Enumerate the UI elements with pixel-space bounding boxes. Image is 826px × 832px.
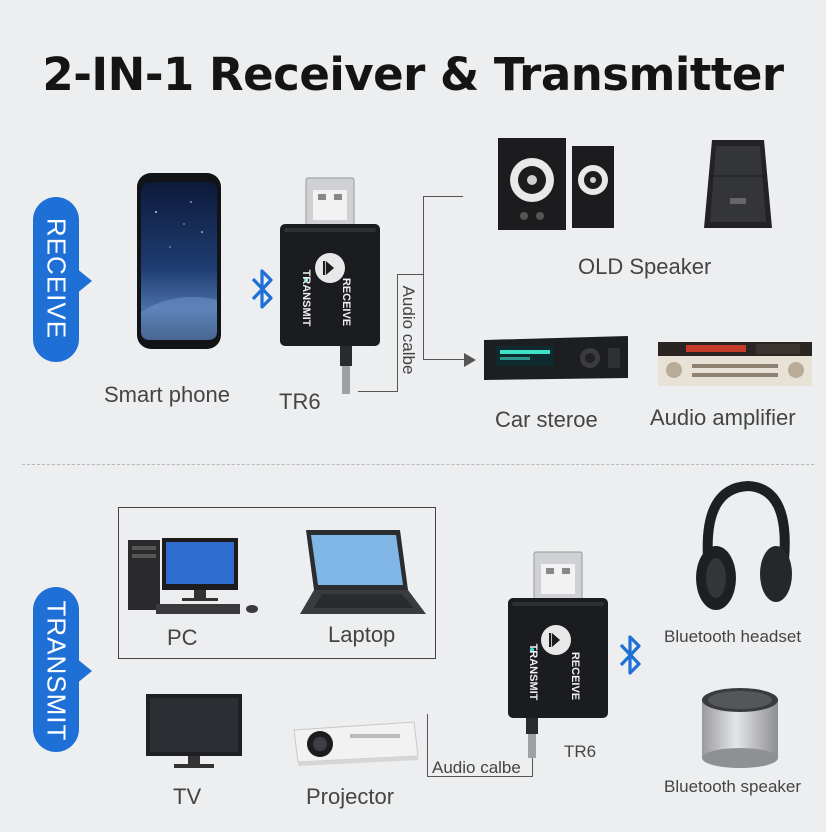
tr6-device-transmit <box>508 551 608 758</box>
projector-image <box>293 721 419 766</box>
smartphone-image <box>137 173 221 349</box>
bluetooth-speaker-label: Bluetooth speaker <box>664 777 802 796</box>
transmit-mode-tab: TRANSMIT <box>33 587 79 752</box>
car-stereo-image <box>484 336 628 380</box>
smartphone-label: Smart phone <box>104 382 230 407</box>
projector-label: Projector <box>306 784 395 809</box>
tr6-label-receive: TR6 <box>279 389 321 414</box>
tv-image <box>146 694 242 768</box>
laptop-label: Laptop <box>328 622 396 647</box>
bluetooth-headset-label: Bluetooth headset <box>664 627 802 646</box>
receive-arrow-icon <box>76 268 92 294</box>
pc-label: PC <box>167 625 198 650</box>
old-speaker-label: OLD Speaker <box>578 254 712 279</box>
cable-arrow-icon <box>464 353 476 367</box>
bluetooth-icon <box>251 269 273 309</box>
car-stereo-label: Car steroe <box>495 407 598 432</box>
section-divider <box>22 464 814 465</box>
tr6-label-transmit: TR6 <box>564 742 597 761</box>
audio-cable-label-receive: Audio calbe <box>399 285 418 375</box>
receive-mode-tab: RECEIVE <box>33 197 79 362</box>
tr6-transmit-label-receive: TRANSMIT <box>300 269 312 327</box>
laptop-image <box>300 530 426 614</box>
audio-cable-label-transmit: Audio calbe <box>432 758 521 777</box>
audio-amplifier-label: Audio amplifier <box>650 405 796 430</box>
bluetooth-speaker-image <box>702 688 778 768</box>
tv-label: TV <box>173 784 202 809</box>
audio-amplifier-image <box>658 342 812 386</box>
transmit-mode-label: TRANSMIT <box>41 600 72 742</box>
tr6-receive-label-transmit: RECEIVE <box>569 651 581 701</box>
tr6-device-receive <box>280 177 380 394</box>
tr6-transmit-label-transmit: TRANSMIT <box>527 643 539 701</box>
tr6-receive-label-receive: RECEIVE <box>340 277 352 327</box>
pa-speaker-image <box>704 140 772 228</box>
transmit-arrow-icon <box>76 658 92 684</box>
page-title: 2-IN-1 Receiver & Transmitter <box>42 48 784 101</box>
pc-image <box>128 538 258 614</box>
source-group-box <box>118 507 436 659</box>
receive-mode-label: RECEIVE <box>41 217 72 340</box>
headset-image <box>696 480 792 610</box>
bookshelf-speakers-image <box>498 138 614 230</box>
bluetooth-icon <box>619 635 641 675</box>
